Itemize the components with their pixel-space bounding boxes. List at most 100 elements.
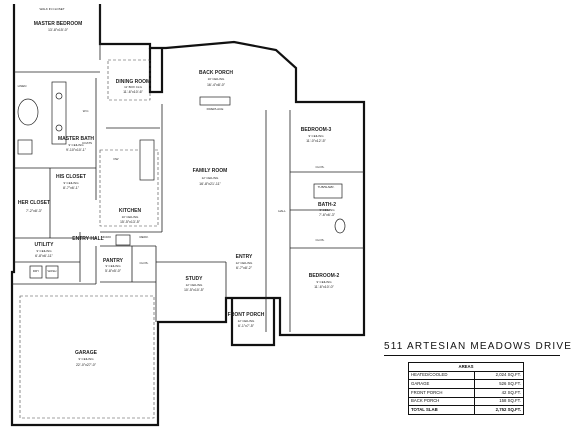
interior-walls (12, 4, 364, 332)
coats-label: COATS (82, 141, 92, 145)
pantry-dims: 5'-8"x5'-0" (105, 269, 122, 273)
garage-dims: 22'-0"x27'-0" (76, 363, 97, 367)
garage-name: GARAGE (75, 350, 98, 356)
kitchen-island-icon (139, 139, 155, 181)
area-value: 42 SQ.FT. (474, 388, 524, 398)
linen-label: LINEN (18, 84, 27, 88)
his-closet-dims: 8'-7"x6'-1" (63, 186, 80, 190)
her-closet-name: HER CLOSET (18, 200, 50, 206)
master-bedroom-dims: 13'-8"x15'-0" (48, 28, 69, 32)
her-closet-dims: 7'-2"x8'-3" (26, 209, 43, 213)
bedroom2-name: BEDROOM-2 (309, 273, 340, 279)
kitchen-ceiling: 10' CEILING (122, 215, 139, 219)
areas-table: AREAS HEATED/COOLED 2,024 SQ.FT. GARAGE … (407, 362, 524, 416)
exterior-walls (10, 4, 366, 427)
area-label: BACK PORCH (407, 396, 476, 407)
total-label: TOTAL SLAB (407, 405, 476, 416)
study-ceiling: 12' CEILING (186, 283, 203, 287)
refrigerator-icon (115, 234, 131, 246)
title-underline (384, 355, 560, 356)
bedroom2-ceiling: 9' CEILING (316, 280, 332, 284)
closet-label-b2: CLOS. (315, 238, 324, 242)
dining-dims: 11'-6"x10'-6" (123, 90, 144, 94)
fixtures (17, 81, 346, 279)
kitchen-dims: 15'-5"x13'-5" (120, 220, 141, 224)
washer-icon (45, 265, 59, 279)
bathtub-icon (313, 183, 343, 199)
entry-dims: 6'-7"x8'-2" (236, 266, 253, 270)
fireplace-label: FIREPLACE (207, 107, 224, 111)
family-room-name: FAMILY ROOM (193, 168, 228, 174)
dining-name: DINING ROOM (116, 79, 150, 85)
wic-note: WALK IN CLOSET (39, 7, 64, 11)
family-room-ceiling: 12' CEILING (202, 176, 219, 180)
garage-ceiling: 9' CEILING (78, 357, 94, 361)
wc-label: W.C. (83, 109, 90, 113)
back-porch-dims: 16'-4"x8'-0" (207, 83, 226, 87)
total-row: TOTAL SLAB 2,752 SQ.FT. (407, 405, 524, 416)
master-bath-name: MASTER BATH (58, 136, 94, 142)
areas-header-row: AREAS (408, 362, 524, 372)
vanity-icon (51, 81, 67, 145)
bath2-dims: 7'-6"x6'-3" (319, 213, 336, 217)
title-block: 511 ARTESIAN MEADOWS DRIVE (384, 341, 573, 356)
table-row: GARAGE 526 SQ.FT. (407, 379, 524, 390)
study-dims: 10'-5"x10'-5" (184, 288, 205, 292)
dryer-label: DRY (33, 269, 39, 273)
closet-label-pantry: CLOS. (139, 261, 148, 265)
micro-label: MICRO (101, 235, 112, 239)
entry-ceiling: 12' CEILING (236, 261, 253, 265)
his-closet-name: HIS CLOSET (56, 174, 86, 180)
bath2-ceiling: 9' CEILING (319, 208, 335, 212)
total-value: 2,752 SQ.FT. (474, 405, 524, 416)
washer-label: WASH (48, 269, 57, 273)
entry-hall-name: ENTRY HALL (72, 236, 103, 242)
fireplace-icon (199, 96, 231, 106)
family-room-dims: 16'-8"x21'-11" (199, 182, 222, 186)
closet-label-b3: CLOS. (315, 165, 324, 169)
master-bedroom-name: MASTER BEDROOM (34, 21, 83, 27)
front-porch-dims: 6'-1"x7'-5" (238, 324, 255, 328)
sink-icon (55, 92, 63, 100)
utility-ceiling: 9' CEILING (36, 249, 52, 253)
ceiling-lines (19, 59, 159, 419)
area-label: HEATED/COOLED (407, 370, 476, 381)
table-row: BACK PORCH 158 SQ.FT. (407, 396, 524, 407)
dw-label: DW (114, 157, 119, 161)
pantry-name: PANTRY (103, 258, 124, 264)
utility-dims: 6'-8"x6'-11" (35, 254, 54, 258)
table-row: HEATED/COOLED 2,024 SQ.FT. (407, 370, 524, 381)
bath2-name: BATH-2 (318, 202, 336, 208)
plan-title: 511 ARTESIAN MEADOWS DRIVE (384, 341, 573, 352)
bathtub-icon (17, 98, 39, 126)
front-porch-ceiling: 12' CEILING (238, 319, 255, 323)
study-name: STUDY (186, 276, 204, 282)
hall-label: HALL (278, 209, 286, 213)
refr-label: REFR. (140, 235, 149, 239)
utility-name: UTILITY (35, 242, 55, 248)
sink-icon (55, 124, 63, 132)
back-porch-name: BACK PORCH (199, 70, 233, 76)
bedroom2-dims: 11'-6"x10'-0" (314, 285, 335, 289)
tub-shower-label: TUB/SHWR. (318, 185, 335, 189)
areas-header: AREAS (408, 362, 524, 372)
area-value: 526 SQ.FT. (474, 379, 524, 390)
dryer-icon (29, 265, 43, 279)
area-value: 158 SQ.FT. (474, 396, 524, 407)
area-value: 2,024 SQ.FT. (474, 370, 524, 381)
area-label: GARAGE (407, 379, 476, 390)
back-porch-ceiling: 10' CEILING (208, 77, 225, 81)
room-labels: WALK IN CLOSET MASTER BEDROOM 13'-8"x15'… (18, 7, 340, 367)
front-porch-name: FRONT PORCH (228, 312, 265, 318)
shower-icon (17, 139, 33, 155)
toilet-icon (334, 218, 346, 234)
pantry-ceiling: 9' CEILING (105, 264, 121, 268)
bedroom3-dims: 11'-0"x12'-5" (306, 139, 327, 143)
his-closet-ceiling: 9' CEILING (63, 181, 79, 185)
bedroom3-name: BEDROOM-3 (301, 127, 332, 133)
entry-name: ENTRY (236, 254, 253, 260)
table-row: FRONT PORCH 42 SQ.FT. (407, 388, 524, 398)
bedroom3-ceiling: 9' CEILING (308, 134, 324, 138)
master-bath-ceiling: 9' CEILING (68, 143, 84, 147)
